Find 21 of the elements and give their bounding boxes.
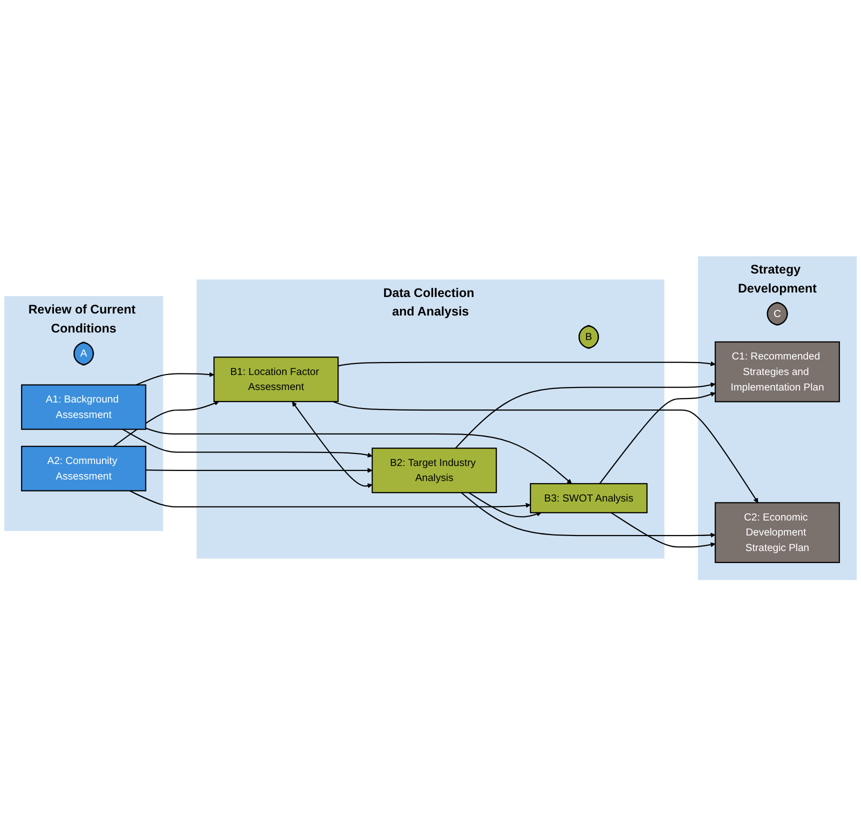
node-box: A1: Background Assessment <box>21 384 146 430</box>
arrow <box>146 468 372 473</box>
arrow <box>468 492 542 518</box>
node-box: C1: Recommended Strategies and Implementation Plan <box>714 341 840 402</box>
arrow <box>292 401 372 488</box>
arrow <box>146 428 572 484</box>
node-box: B3: SWOT Analysis <box>530 482 648 514</box>
arrow <box>338 361 716 366</box>
node-box: B1: Location Factor Assessment <box>213 356 339 402</box>
arrow <box>122 428 372 458</box>
arrow <box>113 400 220 447</box>
arrow <box>136 372 214 386</box>
arrow <box>129 490 531 508</box>
node-box: B2: Target Industry Analysis <box>372 448 497 494</box>
arrow <box>610 512 716 548</box>
arrow <box>332 400 758 503</box>
node-box: C2: Economic Development Strategic Plan <box>714 502 840 563</box>
arrow <box>599 392 716 484</box>
arrow <box>455 382 716 448</box>
arrow <box>460 492 716 538</box>
node-box: A2: Community Assessment <box>21 446 146 492</box>
